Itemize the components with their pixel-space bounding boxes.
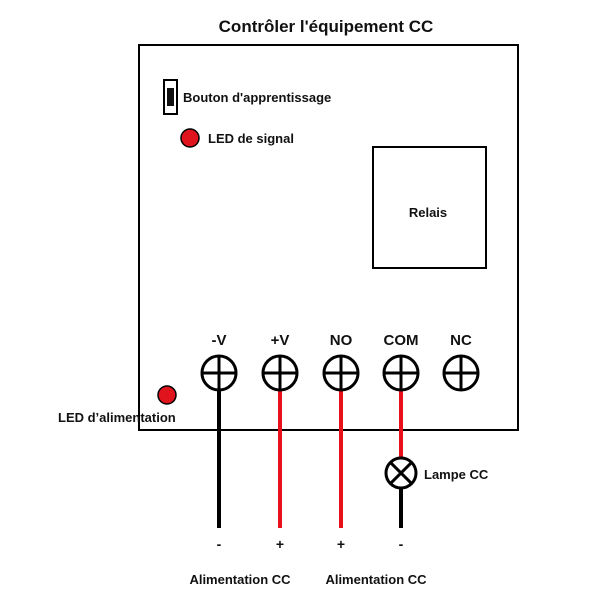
polarity-minus-v: - (217, 536, 222, 552)
polarity-plus-v: + (276, 536, 284, 552)
signal-led-label: LED de signal (208, 131, 294, 146)
terminal-label-com: COM (384, 332, 419, 349)
lamp-label: Lampe CC (424, 467, 489, 482)
signal-led (180, 128, 200, 148)
terminal-screw-minus-v[interactable] (200, 354, 238, 392)
power-supply-label-left: Alimentation CC (189, 572, 291, 587)
relay-box (372, 146, 487, 269)
power-supply-label-right: Alimentation CC (325, 572, 427, 587)
terminal-screw-nc[interactable] (442, 354, 480, 392)
power-led-label: LED d’alimentation (58, 410, 176, 425)
learn-button-label: Bouton d'apprentissage (183, 90, 331, 105)
terminal-label-no: NO (330, 332, 353, 349)
relay-label: Relais (409, 205, 447, 220)
power-led (157, 385, 177, 405)
terminal-label-minus-v: -V (212, 332, 227, 349)
learn-button[interactable] (163, 79, 178, 115)
terminal-screw-plus-v[interactable] (261, 354, 299, 392)
terminal-label-nc: NC (450, 332, 472, 349)
polarity-no: + (337, 536, 345, 552)
terminal-screw-com[interactable] (382, 354, 420, 392)
dc-lamp-icon (384, 456, 418, 490)
terminal-label-plus-v: +V (271, 332, 290, 349)
diagram-title: Contrôler l'équipement CC (219, 17, 434, 36)
polarity-com: - (399, 536, 404, 552)
terminal-screw-no[interactable] (322, 354, 360, 392)
